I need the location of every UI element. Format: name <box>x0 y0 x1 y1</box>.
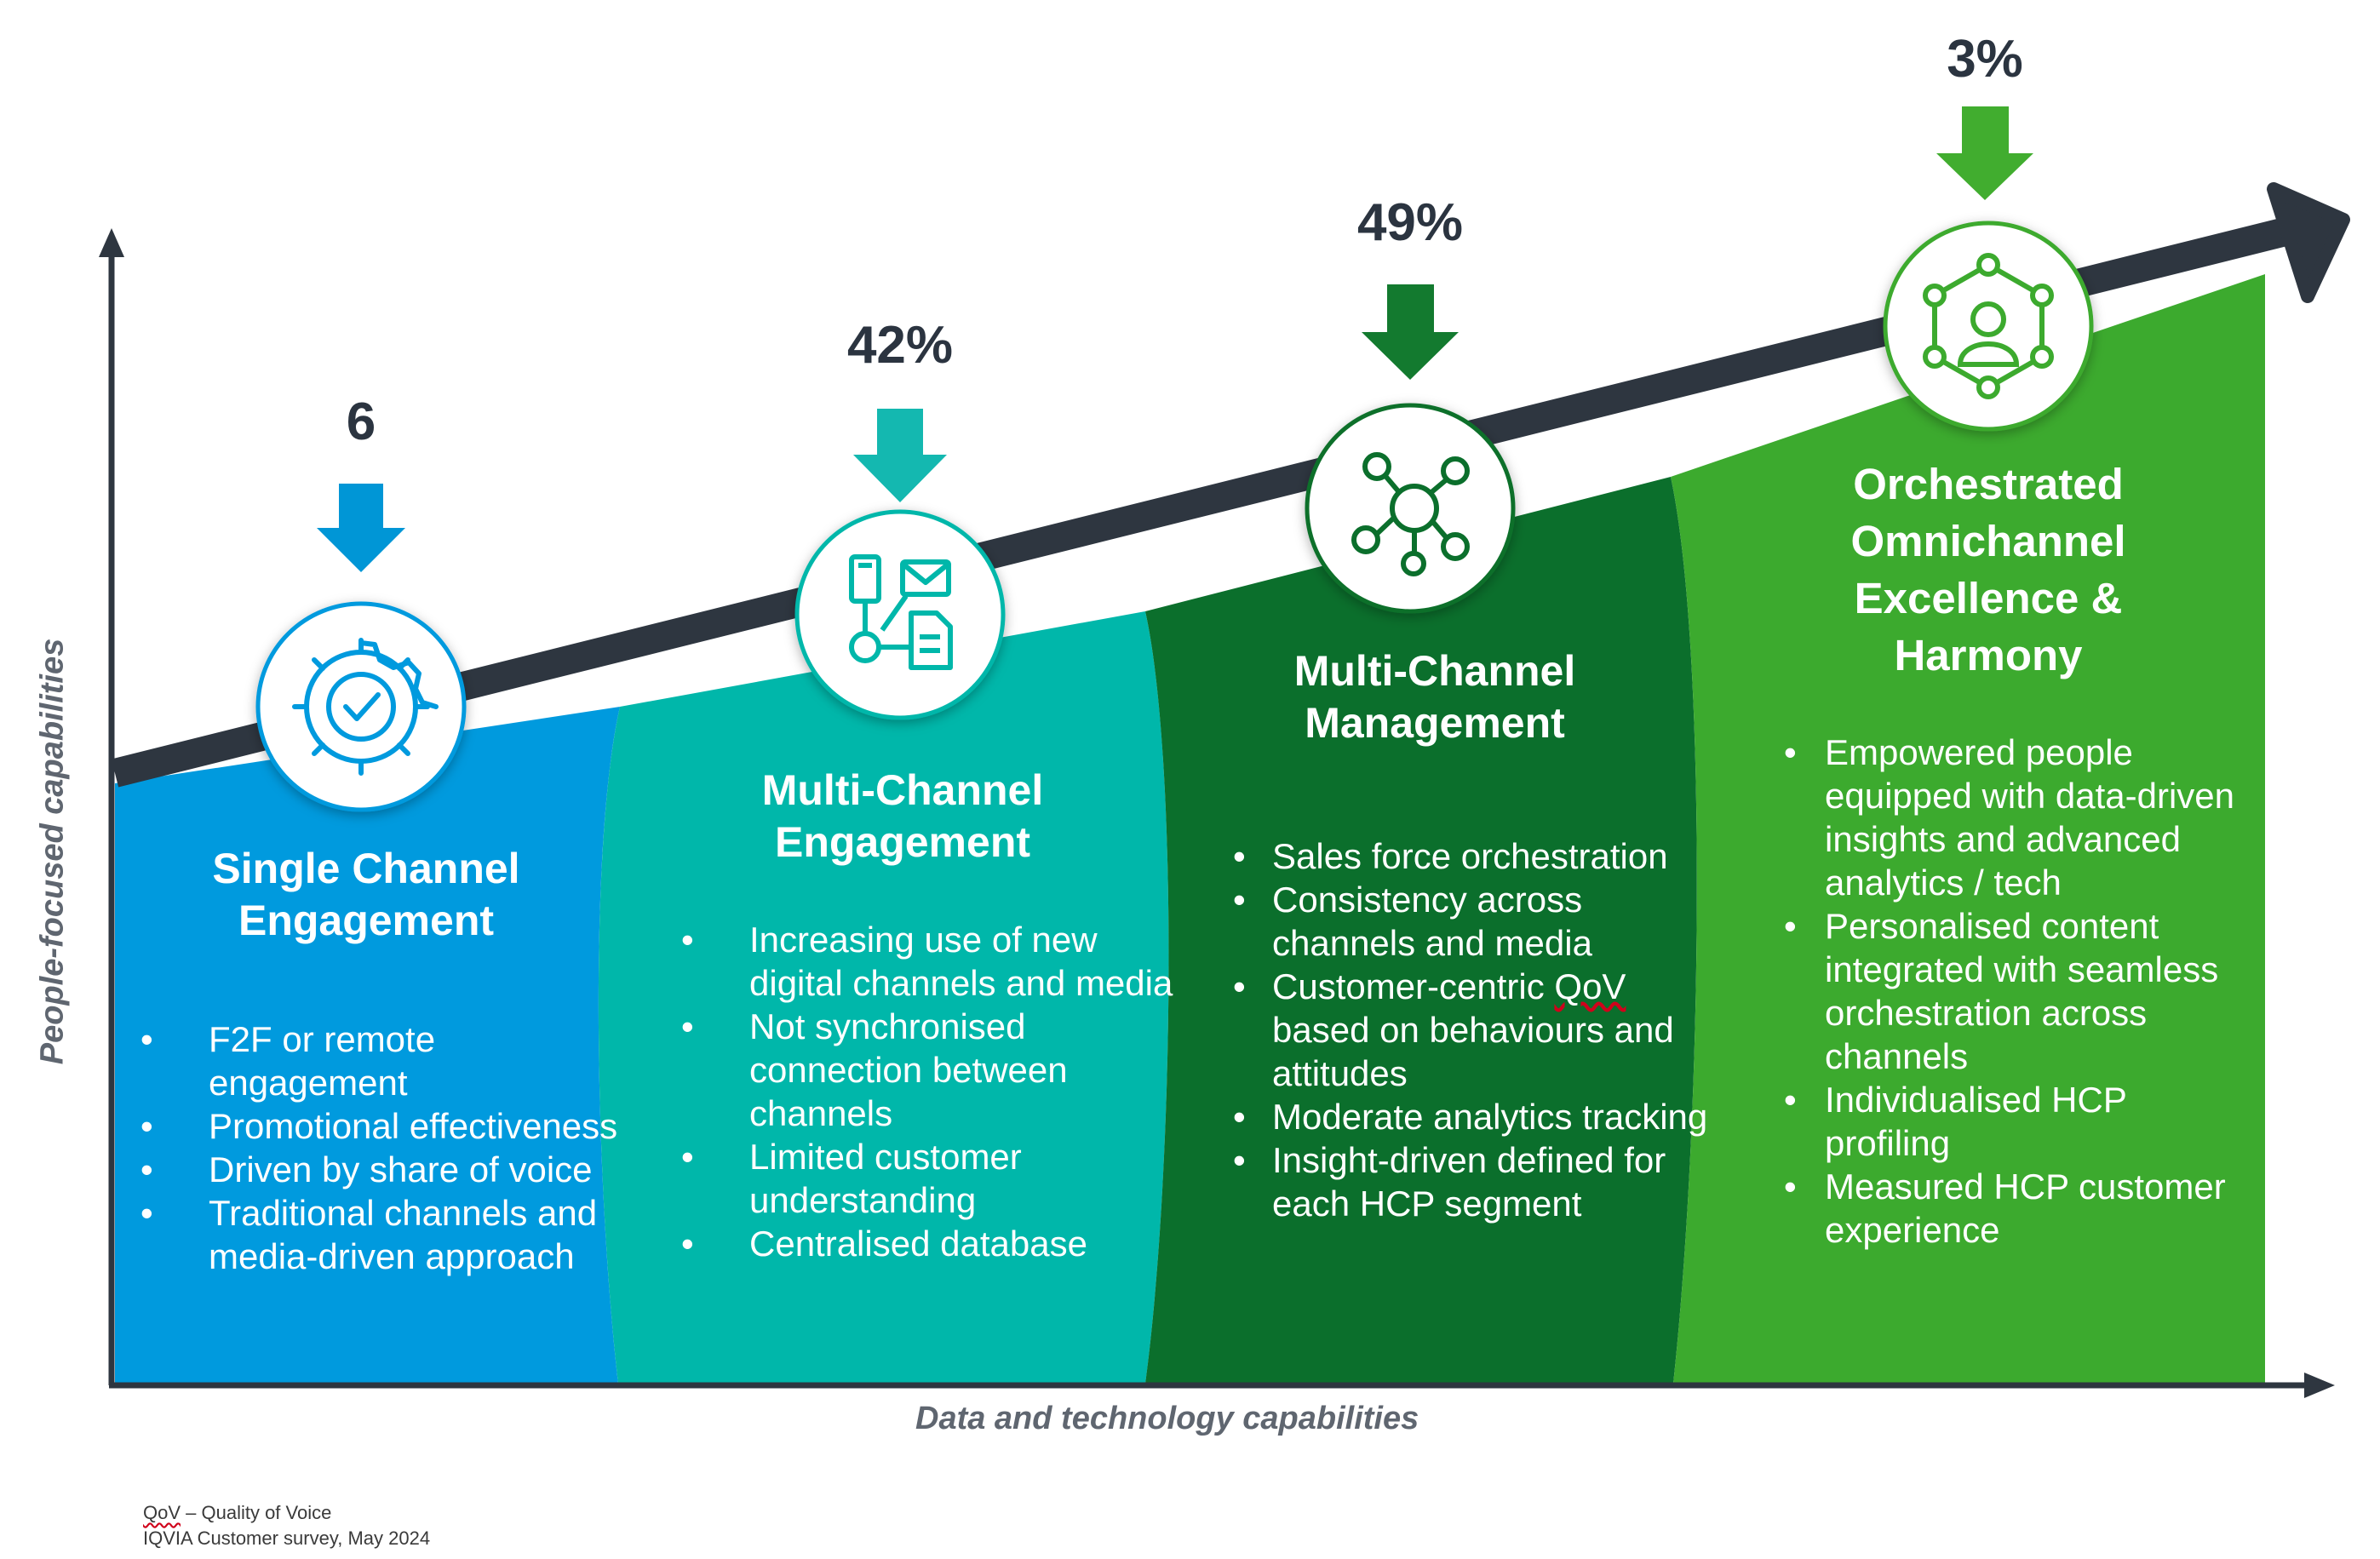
stage-1-title-line: Single Channel <box>212 845 520 892</box>
list-item: Measured HCP customer experience <box>1784 1165 2261 1252</box>
footnote-qov: QoV – Quality of Voice <box>143 1502 331 1524</box>
stage-3-icon-badge <box>1305 403 1516 614</box>
stage-4-icon-badge <box>1883 221 2094 432</box>
channels-network-icon <box>849 554 953 670</box>
list-item: Individualised HCP profiling <box>1784 1078 2261 1165</box>
list-item: Empowered people equipped with data-driv… <box>1784 731 2261 904</box>
stage-1-down-arrow <box>317 484 405 572</box>
stage-2-title-line: Multi-Channel <box>761 766 1044 814</box>
x-axis-label: Data and technology capabilities <box>915 1401 1419 1436</box>
list-item: Centralised database <box>681 1222 1192 1265</box>
list-item: Sales force orchestration <box>1233 834 1710 878</box>
list-item: Customer-centric QoV based on behaviours… <box>1233 965 1710 1095</box>
stage-3-title-line: Multi-Channel <box>1293 647 1576 695</box>
stage-2-bullets: Increasing use of new digital channels a… <box>681 918 1192 1265</box>
list-item: Personalised content integrated with sea… <box>1784 904 2261 1078</box>
x-axis-arrowhead <box>2304 1373 2335 1398</box>
stage-4-title-line: Excellence & <box>1854 574 2123 622</box>
stage-2-percentage: 42% <box>846 316 954 375</box>
stage-1-title-line: Engagement <box>238 897 495 944</box>
person-network-icon <box>1923 253 2054 399</box>
list-item: Traditional channels and media-driven ap… <box>141 1191 634 1278</box>
stage-1-percentage: 6 <box>346 393 376 451</box>
list-item: Driven by share of voice <box>141 1148 634 1191</box>
qov-definition: – Quality of Voice <box>181 1502 332 1523</box>
list-item: Insight-driven defined for each HCP segm… <box>1233 1138 1710 1225</box>
qov-inline-term: QoV <box>1554 966 1626 1006</box>
stage-4-title-line: Harmony <box>1894 631 2083 679</box>
list-item: Promotional effectiveness <box>141 1104 634 1148</box>
list-item: Increasing use of new digital channels a… <box>681 918 1192 1005</box>
list-item: Not synchronised connection between chan… <box>681 1005 1192 1135</box>
y-axis-arrowhead <box>99 228 124 257</box>
hub-network-icon <box>1351 452 1470 576</box>
list-item: Limited customer understanding <box>681 1135 1192 1222</box>
stage-4-title-line: Orchestrated <box>1853 460 2124 508</box>
stage-4-title-line: Omnichannel <box>1850 517 2126 565</box>
list-item: Consistency across channels and media <box>1233 878 1710 965</box>
stage-3-title: Multi-Channel Management <box>1205 645 1665 749</box>
stage-3-title-line: Management <box>1305 699 1565 747</box>
stage-3-bullets: Sales force orchestration Consistency ac… <box>1233 834 1710 1225</box>
stage-4-percentage: 3% <box>1947 30 2023 89</box>
list-item: Moderate analytics tracking <box>1233 1095 1710 1138</box>
stage-4-title: Orchestrated Omnichannel Excellence & Ha… <box>1763 456 2214 684</box>
growth-trend-arrowhead <box>2267 182 2350 303</box>
footnote-source: IQVIA Customer survey, May 2024 <box>143 1527 431 1549</box>
y-axis-label: People-focused capabilities <box>34 638 71 1065</box>
stage-3-down-arrow <box>1362 284 1459 380</box>
gear-check-icon <box>292 638 439 776</box>
stage-1-bullets: F2F or remote engagement Promotional eff… <box>141 1017 634 1278</box>
stage-1-icon-badge <box>255 601 467 812</box>
stage-2-title: Multi-Channel Engagement <box>673 765 1133 868</box>
qov-abbreviation: QoV <box>143 1502 181 1523</box>
list-item: F2F or remote engagement <box>141 1017 634 1104</box>
stage-1-title: Single Channel Engagement <box>141 843 592 947</box>
stage-2-icon-badge <box>794 509 1006 720</box>
stage-3-percentage: 49% <box>1356 193 1464 252</box>
stage-4-down-arrow <box>1936 106 2033 200</box>
stage-2-down-arrow <box>853 409 947 502</box>
stage-4-bullets: Empowered people equipped with data-driv… <box>1784 731 2261 1252</box>
stage-2-title-line: Engagement <box>774 818 1031 866</box>
